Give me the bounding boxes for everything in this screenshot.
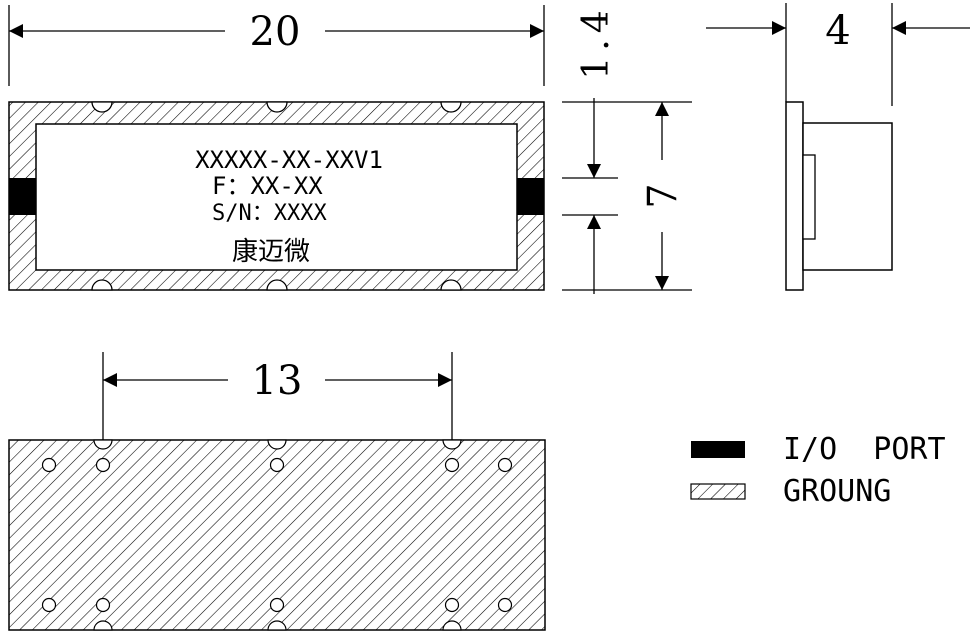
side-base-plate bbox=[785, 101, 804, 291]
bottom-notch-top-3 bbox=[442, 439, 462, 450]
dim-thickness-text: 4 bbox=[825, 8, 850, 54]
dim-pitch: 13 bbox=[102, 352, 453, 440]
via-hole bbox=[497, 457, 513, 473]
notch-top-1 bbox=[91, 101, 113, 113]
dim-thickness: 4 bbox=[706, 3, 970, 106]
serial-text: S/N：XXXX bbox=[212, 201, 327, 226]
via-hole bbox=[444, 457, 460, 473]
notch-bottom-1 bbox=[91, 279, 113, 291]
notch-top-2 bbox=[266, 101, 288, 113]
via-hole bbox=[41, 457, 57, 473]
legend-ground-label: GROUNG bbox=[783, 474, 891, 509]
legend-io-swatch bbox=[691, 441, 745, 458]
via-hole bbox=[95, 597, 111, 613]
top-view: XXXXX-XX-XXV1 F：XX-XX S/N：XXXX 康迈微 bbox=[8, 101, 545, 291]
notch-bottom-2 bbox=[266, 279, 288, 291]
label-area bbox=[35, 123, 518, 271]
dim-height: 7 bbox=[562, 101, 692, 291]
bottom-notch-top-1 bbox=[93, 439, 113, 450]
via-hole bbox=[41, 597, 57, 613]
via-hole bbox=[444, 597, 460, 613]
legend: I/O PORT GROUNG bbox=[690, 432, 946, 509]
bottom-notch-bot-3 bbox=[442, 620, 462, 631]
side-pin bbox=[802, 154, 816, 240]
io-port-right bbox=[517, 178, 544, 215]
bottom-notch-top-2 bbox=[267, 439, 287, 450]
brand-text: 康迈微 bbox=[232, 237, 310, 267]
dim-height-text: 7 bbox=[640, 183, 686, 208]
frequency-text: F：XX-XX bbox=[212, 172, 323, 200]
part-number-text: XXXXX-XX-XXV1 bbox=[195, 146, 383, 174]
dim-length: 20 bbox=[8, 5, 545, 86]
bottom-notch-bot-2 bbox=[267, 620, 287, 631]
via-hole bbox=[269, 457, 285, 473]
dim-pin-width: 1.4 bbox=[562, 4, 618, 294]
bottom-notch-bot-1 bbox=[93, 620, 113, 631]
side-view bbox=[785, 101, 893, 291]
dim-pin-width-text: 1.4 bbox=[576, 4, 617, 79]
side-body bbox=[802, 122, 893, 271]
via-hole bbox=[497, 597, 513, 613]
legend-ground-swatch bbox=[690, 483, 746, 500]
legend-io-label: I/O PORT bbox=[783, 432, 946, 467]
bottom-view bbox=[8, 439, 546, 631]
dim-pitch-text: 13 bbox=[252, 358, 303, 404]
notch-bottom-3 bbox=[440, 279, 462, 291]
via-hole bbox=[269, 597, 285, 613]
notch-top-3 bbox=[440, 101, 462, 113]
io-port-left bbox=[9, 178, 36, 215]
via-hole bbox=[95, 457, 111, 473]
dim-length-text: 20 bbox=[250, 9, 301, 55]
